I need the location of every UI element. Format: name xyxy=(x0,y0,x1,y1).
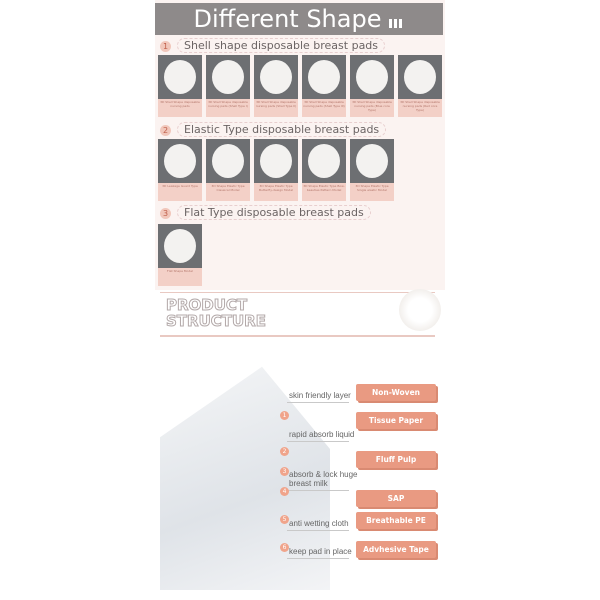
layer-number: 2 xyxy=(280,447,289,456)
layer-number: 3 xyxy=(280,467,289,476)
product-caption: 3D Shell Shape disposable nursing pads (… xyxy=(206,99,250,117)
cotton-image xyxy=(399,289,441,331)
breast-pad-image xyxy=(164,144,196,178)
product-card: 3D Shell Shape disposable nursing pads xyxy=(158,55,202,117)
breast-pad-image xyxy=(260,60,292,94)
product-card: 3D Shape Elastic Type Classical Model xyxy=(206,139,250,201)
section-number: 1 xyxy=(160,41,171,52)
shapes-panel xyxy=(155,0,445,290)
product-card: 3D Shell Shape disposable nursing pads (… xyxy=(350,55,394,117)
product-caption: 3D Shape Elastic Type Classical Model xyxy=(206,183,250,201)
product-photo xyxy=(302,55,346,99)
breast-pad-image xyxy=(260,144,292,178)
material-tag: Breathable PE Film xyxy=(356,512,436,542)
product-card: 3D Leakage Guard Type xyxy=(158,139,202,201)
product-card: Flat Shape Model xyxy=(158,224,202,286)
material-tag: Advhesive Tape xyxy=(356,541,436,558)
breast-pad-image xyxy=(212,60,244,94)
product-photo xyxy=(158,139,202,183)
divider xyxy=(287,530,349,531)
breast-pad-image xyxy=(164,60,196,94)
product-caption: 3D Shell Shape disposable nursing pads (… xyxy=(398,99,442,117)
divider xyxy=(287,558,349,559)
product-card: 3D Shell Shape disposable nursing pads (… xyxy=(302,55,346,117)
layer-number: 1 xyxy=(280,411,289,420)
product-photo xyxy=(350,139,394,183)
product-caption: 3D Shape Elastic Type Bow-beauties Patte… xyxy=(302,183,346,201)
structure-title-1: PRODUCT xyxy=(166,296,248,314)
product-caption: 3D Shell Shape disposable nursing pads (… xyxy=(254,99,298,117)
material-tag: Fluff Pulp xyxy=(356,451,436,468)
product-caption: 3D Shell Shape disposable nursing pads xyxy=(158,99,202,117)
section-title: Shell shape disposable breast pads xyxy=(177,38,386,53)
product-card: 3D Shape Elastic Type Bow-beauties Patte… xyxy=(302,139,346,201)
product-card: 3D Shell Shape disposable nursing pads (… xyxy=(206,55,250,117)
breast-pad-image xyxy=(212,144,244,178)
section-title: Elastic Type disposable breast pads xyxy=(177,122,387,137)
breast-pad-image xyxy=(356,144,388,178)
product-photo xyxy=(206,139,250,183)
divider xyxy=(287,490,349,491)
product-photo xyxy=(158,55,202,99)
breast-pad-image xyxy=(404,60,436,94)
product-card: 3D Shape Elastic Type Single elastic Mod… xyxy=(350,139,394,201)
material-tag: Tissue Paper xyxy=(356,412,436,429)
structure-title-2: STRUCTURE xyxy=(166,312,267,330)
divider xyxy=(287,402,349,403)
bars-icon xyxy=(389,4,404,36)
material-tag: SAP xyxy=(356,490,436,507)
product-caption: 3D Shape Elastic Type Single elastic Mod… xyxy=(350,183,394,201)
section-heading: 3 Flat Type disposable breast pads xyxy=(160,205,371,220)
product-photo xyxy=(398,55,442,99)
product-caption: 3D Shape Elastic Type Butterfly-design M… xyxy=(254,183,298,201)
breast-pad-image xyxy=(356,60,388,94)
section-number: 2 xyxy=(160,125,171,136)
breast-pad-image xyxy=(308,60,340,94)
page-title: Different Shape xyxy=(193,5,382,33)
layer-number: 4 xyxy=(280,487,289,496)
layer-description: keep pad in place xyxy=(289,547,352,556)
product-caption: 3D Shell Shape disposable nursing pads (… xyxy=(350,99,394,117)
section-heading: 2 Elastic Type disposable breast pads xyxy=(160,122,387,137)
layer-description: skin friendly layer xyxy=(289,391,351,400)
layer-number: 5 xyxy=(280,515,289,524)
product-photo xyxy=(254,139,298,183)
breast-pad-image xyxy=(164,229,196,263)
divider xyxy=(287,441,349,442)
layer-number: 6 xyxy=(280,543,289,552)
product-photo xyxy=(350,55,394,99)
product-card: 3D Shape Elastic Type Butterfly-design M… xyxy=(254,139,298,201)
product-card: 3D Shell Shape disposable nursing pads (… xyxy=(398,55,442,117)
product-caption: 3D Leakage Guard Type xyxy=(158,183,202,201)
product-photo xyxy=(254,55,298,99)
product-photo xyxy=(158,224,202,268)
product-photo xyxy=(302,139,346,183)
section-title: Flat Type disposable breast pads xyxy=(177,205,371,220)
product-photo xyxy=(206,55,250,99)
section-heading: 1 Shell shape disposable breast pads xyxy=(160,38,386,53)
product-card: 3D Shell Shape disposable nursing pads (… xyxy=(254,55,298,117)
layer-description: rapid absorb liquid xyxy=(289,430,355,439)
breast-pad-image xyxy=(308,144,340,178)
product-caption: Flat Shape Model xyxy=(158,268,202,286)
layer-description: absorb & lock huge breast milk xyxy=(289,470,358,488)
layer-description: anti wetting cloth xyxy=(289,519,349,528)
product-row: Flat Shape Model xyxy=(158,224,202,286)
material-tag: Non-Woven xyxy=(356,384,436,401)
header-banner: Different Shape xyxy=(155,3,443,35)
section-number: 3 xyxy=(160,208,171,219)
product-caption: 3D Shell Shape disposable nursing pads (… xyxy=(302,99,346,117)
